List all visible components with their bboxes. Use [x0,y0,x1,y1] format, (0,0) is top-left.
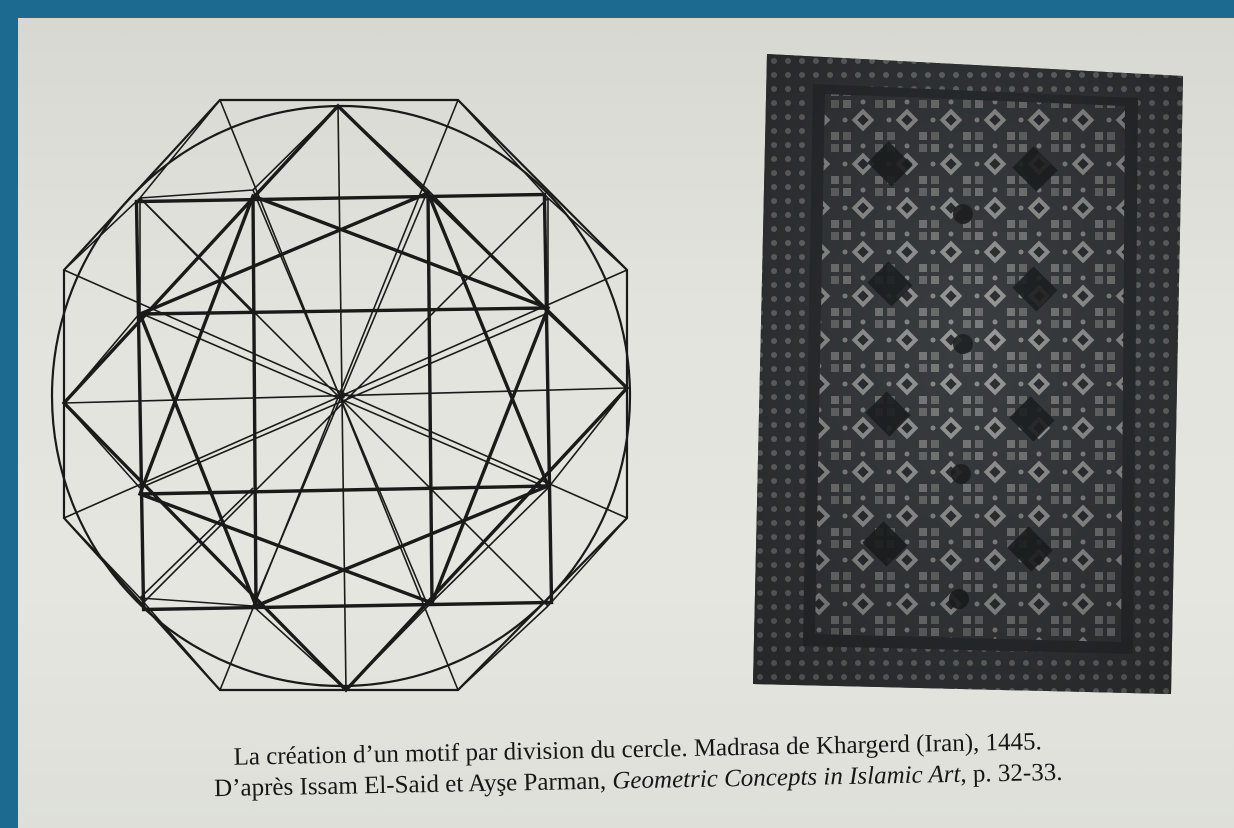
caption-book-title: Geometric Concepts in Islamic Art [612,760,961,795]
eight-point-star [61,103,630,693]
geometric-construction-diagram [50,98,632,693]
book-page: La création d’un motif par division du c… [18,18,1234,828]
caption-attribution: D’après Issam El-Said et Ayşe Parman, [213,767,613,803]
madrasa-tile-photograph [753,54,1183,694]
figure-caption: La création d’un motif par division du c… [98,724,1179,807]
center-point [339,393,345,399]
caption-pages: , p. 32-33. [960,758,1063,788]
